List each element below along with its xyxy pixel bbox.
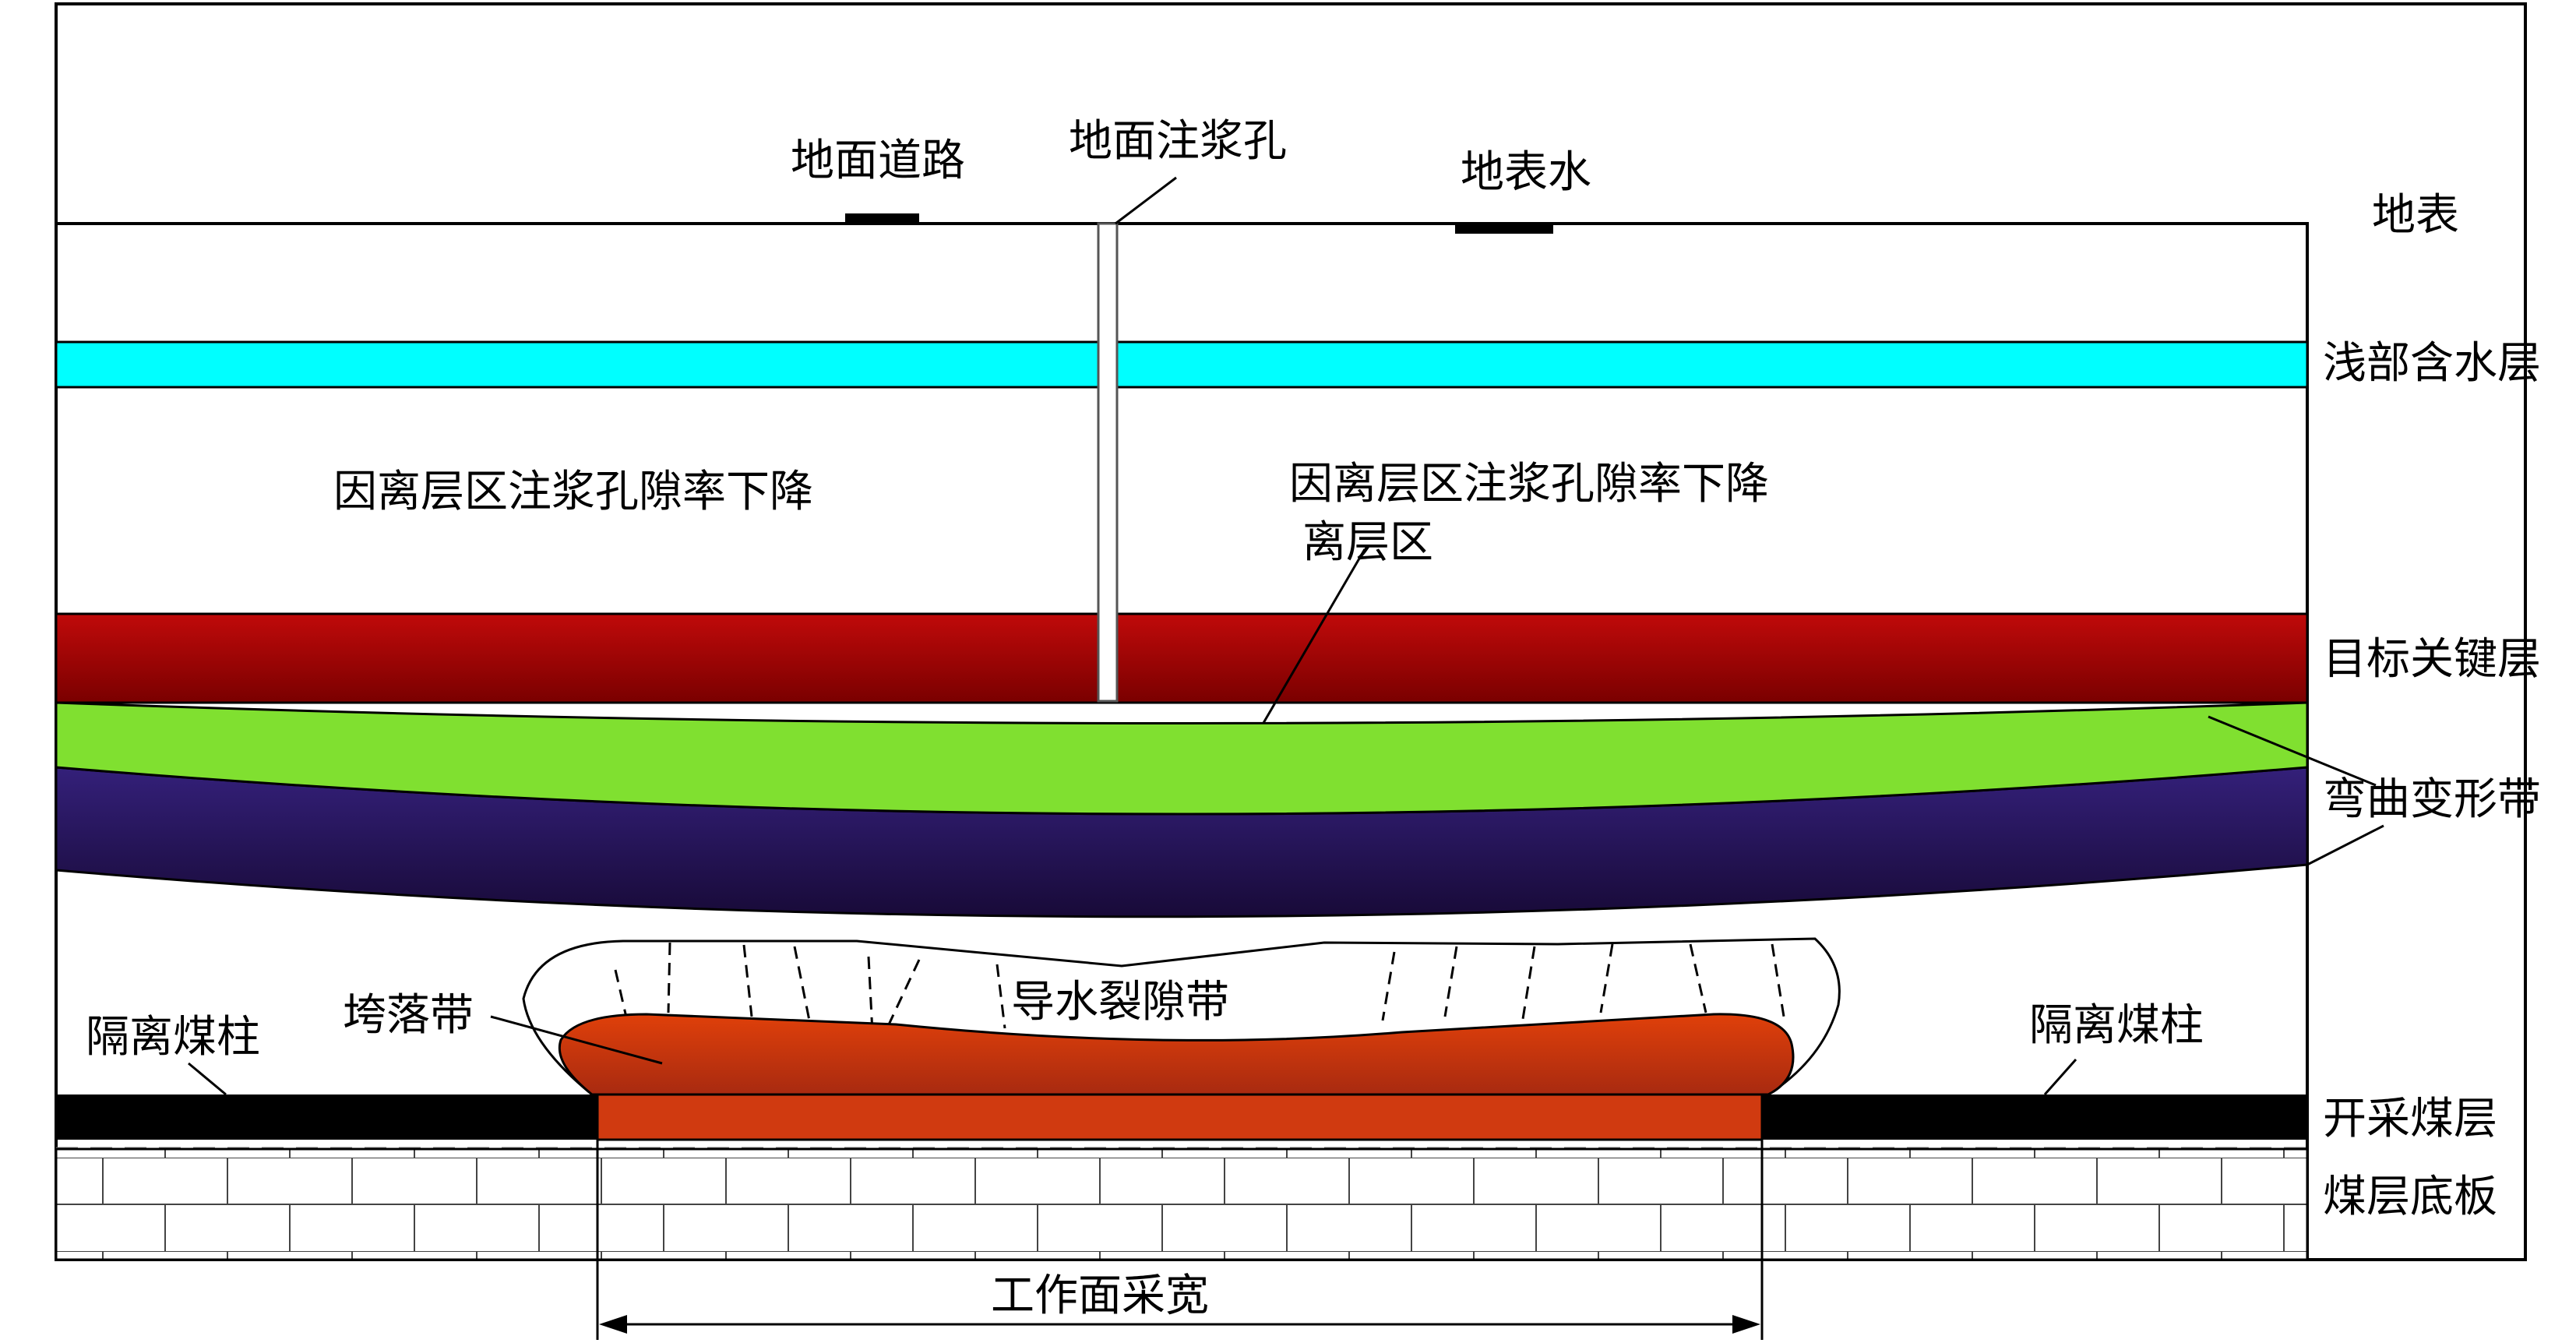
grout-hole-label: 地面注浆孔 bbox=[1069, 116, 1287, 167]
separation-zone-label: 离层区 bbox=[1302, 517, 1433, 568]
face-width-arrow-right bbox=[1732, 1315, 1760, 1334]
coal-seam-right bbox=[1762, 1094, 2307, 1140]
caving-zone-label: 垮落带 bbox=[343, 990, 474, 1041]
bending-zone-label: 弯曲变形带 bbox=[2323, 774, 2541, 825]
pillar-right-label: 隔离煤柱 bbox=[2029, 1000, 2204, 1051]
road-label: 地面道路 bbox=[791, 136, 965, 186]
mined-goaf bbox=[596, 1093, 1764, 1141]
surface-water-marker bbox=[1455, 224, 1553, 234]
surface-label: 地表 bbox=[2372, 190, 2459, 241]
seam-floor bbox=[56, 1149, 2307, 1260]
face-width-arrow-left bbox=[599, 1315, 627, 1334]
shallow-aquifer-label: 浅部含水层 bbox=[2323, 338, 2541, 389]
key-layer bbox=[55, 612, 2309, 704]
mining-seam-label: 开采煤层 bbox=[2323, 1094, 2497, 1144]
grout-hole bbox=[1097, 222, 1119, 703]
surface-water-label: 地表水 bbox=[1461, 147, 1591, 198]
leader-lines bbox=[188, 176, 2384, 1096]
face-width-label: 工作面采宽 bbox=[991, 1271, 1209, 1321]
fracture-zone-label: 导水裂隙带 bbox=[1011, 977, 1229, 1028]
porosity-label-right: 因离层区注浆孔隙率下降 bbox=[1289, 459, 1769, 509]
porosity-label-left: 因离层区注浆孔隙率下降 bbox=[333, 467, 813, 517]
seam-floor-label: 煤层底板 bbox=[2323, 1172, 2497, 1222]
shallow-aquifer-layer bbox=[55, 340, 2309, 389]
coal-seam-left bbox=[56, 1094, 597, 1140]
green-stratum bbox=[55, 701, 2309, 816]
key-layer-label: 目标关键层 bbox=[2323, 634, 2541, 685]
pillar-left-label: 隔离煤柱 bbox=[86, 1012, 260, 1063]
seam-floor-border bbox=[55, 1147, 2309, 1261]
road-marker bbox=[845, 213, 919, 224]
fracture-lines bbox=[614, 942, 1785, 1035]
